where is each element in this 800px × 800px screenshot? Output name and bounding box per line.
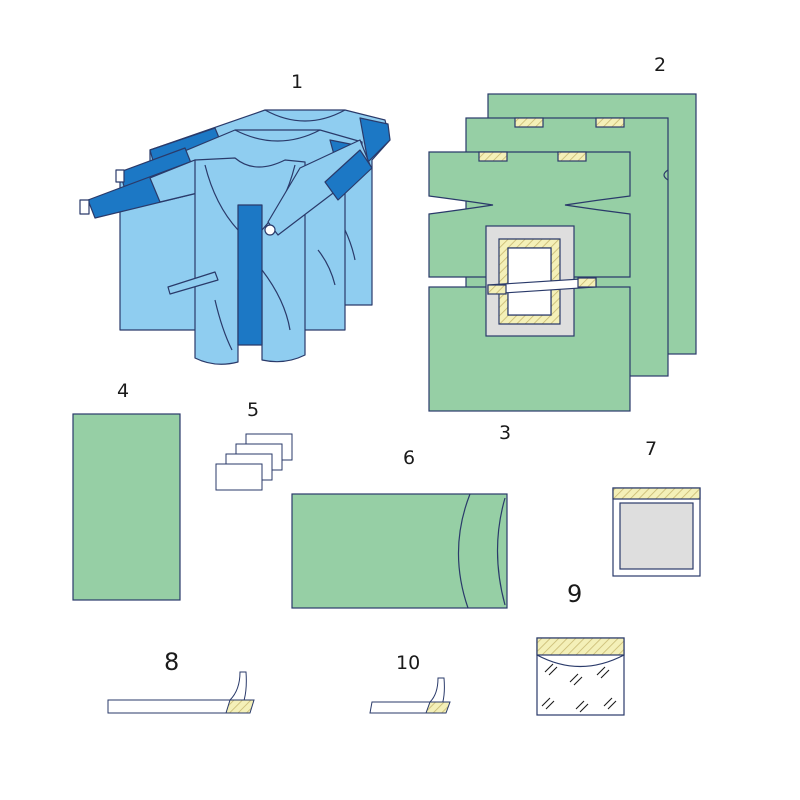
- adhesive-strip: [557, 151, 587, 162]
- label-towels: 5: [247, 399, 259, 421]
- tape-8: [107, 671, 255, 714]
- gown-waist-tie: [167, 271, 219, 295]
- gowns-stack: [79, 109, 391, 365]
- tape-10: [369, 677, 451, 714]
- label-drape-7: 7: [645, 438, 657, 460]
- label-tape-8: 8: [164, 648, 179, 676]
- label-gowns: 1: [291, 71, 303, 93]
- label-aperture-drape: 3: [499, 422, 511, 444]
- label-tape-10: 10: [396, 652, 420, 674]
- pouch-9: [536, 637, 625, 716]
- label-large-drapes: 2: [654, 54, 666, 76]
- adhesive-strip: [478, 151, 508, 162]
- label-table-cover: 4: [117, 380, 129, 402]
- drape-7: [612, 487, 701, 577]
- gown-front: [79, 139, 373, 365]
- aperture-drape-upper: [428, 151, 631, 278]
- adhesive-strip: [514, 117, 544, 128]
- transparency-marks: [541, 663, 617, 713]
- mayo-cover: [291, 493, 508, 609]
- table-cover: [72, 413, 181, 601]
- label-mayo-cover: 6: [403, 447, 415, 469]
- towel: [215, 463, 263, 491]
- towels-stack: [215, 433, 293, 491]
- label-pouch-9: 9: [567, 580, 582, 608]
- aperture-drape: [428, 151, 631, 412]
- adhesive-strip: [595, 117, 625, 128]
